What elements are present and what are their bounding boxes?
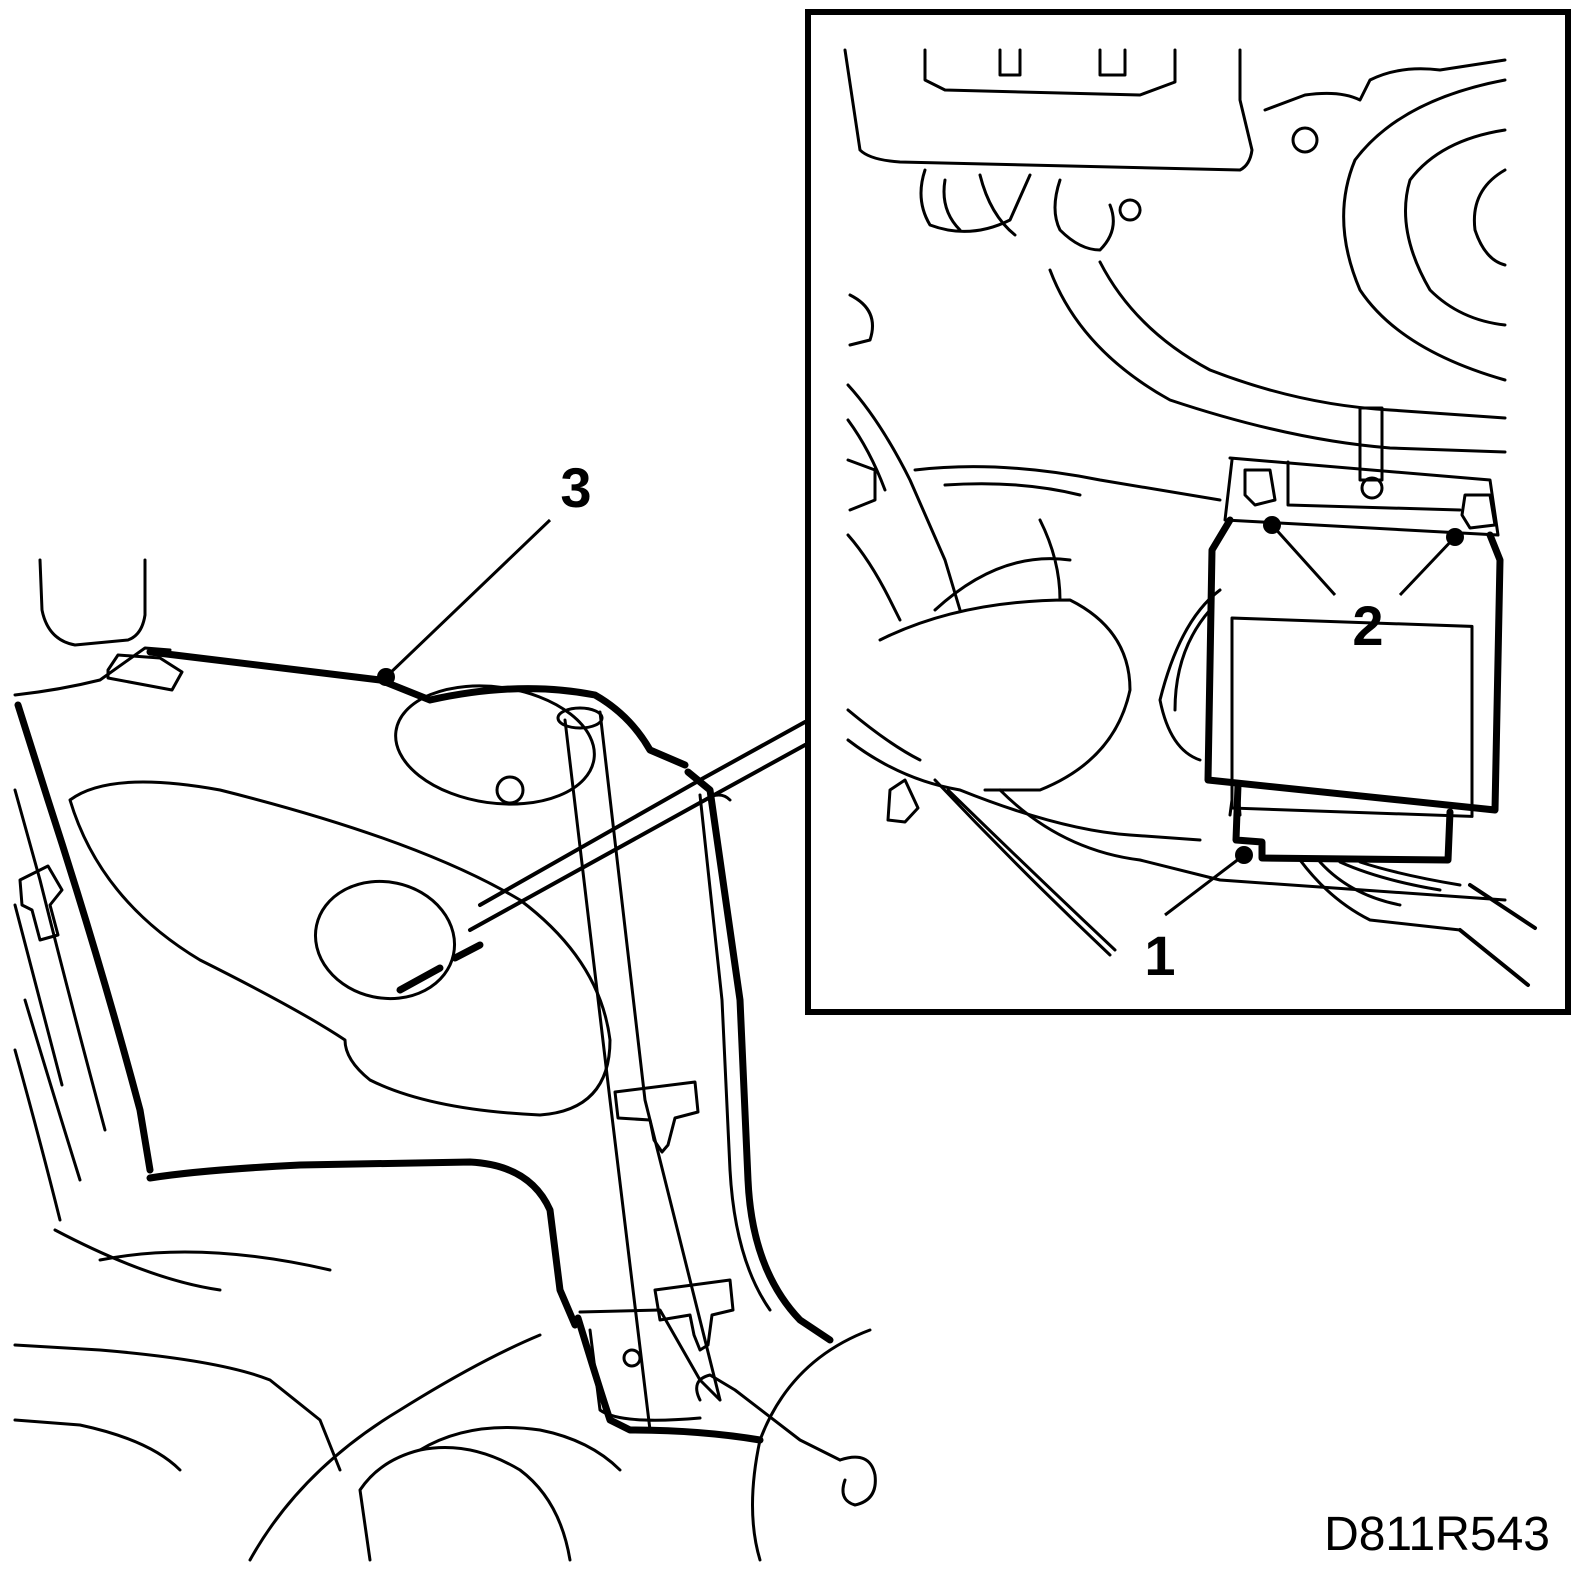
leader-2a: [1270, 523, 1337, 597]
loop-wire: [1158, 588, 1222, 762]
rear-seat-shell-inner: [588, 1328, 702, 1422]
bracket-hole: [622, 1348, 642, 1368]
leader-2b-dot: [1446, 528, 1464, 546]
right-pillar-edge: [684, 768, 834, 1344]
bracket-bolt: [1291, 126, 1319, 154]
headrest-outline: [38, 558, 147, 647]
lower-seat-curve: [248, 1333, 542, 1562]
speaker-cone: [1472, 168, 1507, 267]
panel-left-edge: [14, 701, 154, 1174]
control-module-body: [1204, 516, 1504, 814]
seat-bracket: [578, 1308, 722, 1402]
speaker-recess: [68, 780, 612, 1117]
seatbelt-webbing-right: [598, 710, 722, 1402]
inset-view: [805, 9, 1571, 1015]
duct-outer: [913, 465, 1222, 502]
belt-buckle-lower: [653, 1278, 735, 1352]
pillar-clip: [18, 864, 64, 942]
pointer-dashes: [396, 941, 484, 994]
wheel-arch: [751, 1328, 872, 1562]
speaker-ring-outer: [1342, 78, 1507, 382]
callout-label-3: 3: [560, 456, 591, 519]
seat-side-bolster: [13, 998, 82, 1222]
callout-label-1: 1: [1144, 924, 1175, 987]
callout-leaders: [377, 516, 1464, 917]
pillar-inner-line: [13, 788, 107, 1132]
vent-grille: [846, 383, 962, 622]
module-top-bracket: [1223, 456, 1500, 537]
module-top-edge: [1286, 460, 1462, 512]
belt-guide: [556, 706, 604, 730]
module-connector: [1232, 781, 1454, 864]
seat-cushion-line-2: [13, 1418, 182, 1472]
right-pillar-inner: [698, 793, 772, 1312]
pointer-rod-2: [468, 743, 807, 932]
harness-cable-lower: [1458, 883, 1537, 987]
seat-cushion-front: [53, 1228, 332, 1292]
leader-3: [384, 518, 552, 679]
body-lower-lines: [846, 708, 1202, 842]
inset-frame: [805, 9, 1571, 1015]
latch: [695, 1373, 842, 1462]
harness-tube-inner: [1098, 260, 1507, 420]
belt-buckle-upper: [613, 1080, 700, 1154]
seat-cushion-line: [13, 1343, 342, 1472]
leader-1-dot: [1235, 846, 1253, 864]
seat-cushion-top: [146, 1158, 579, 1329]
cable-tie: [1358, 406, 1384, 482]
duct-lower: [878, 598, 1132, 792]
connector-lines: [1228, 788, 1242, 817]
speaker-oval: [313, 879, 457, 1001]
callout-labels: 3 2 1: [560, 456, 1383, 987]
upper-unit-tabs: [923, 48, 1177, 97]
cable-tie-eye: [1360, 476, 1384, 500]
pointer-rod: [478, 720, 807, 907]
speaker-ring-inner: [1404, 128, 1507, 327]
leader-2a-dot: [1263, 516, 1281, 534]
lower-seat-curve-3: [418, 1426, 622, 1472]
callout-label-2: 2: [1352, 594, 1383, 657]
upper-screw-hole: [495, 775, 525, 805]
body-lower-lines-2: [998, 788, 1507, 902]
body-edge-curve: [848, 293, 874, 347]
upper-unit: [843, 48, 1254, 172]
rear-seat-shell: [574, 1314, 764, 1444]
lower-seat-curve-2: [358, 1446, 572, 1562]
harness-strands: [1298, 858, 1462, 932]
leader-2b: [1398, 535, 1457, 597]
figure-code: D811R543: [1324, 1508, 1550, 1561]
panel-top-edge: [146, 648, 689, 769]
upper-oval-recess: [394, 684, 596, 806]
harness-tube-outer: [1048, 268, 1507, 454]
latch-hook: [838, 1455, 877, 1507]
control-module-label: [1230, 616, 1474, 818]
duct-lower-2: [933, 518, 1072, 612]
cable-thin: [933, 778, 1117, 957]
pillar-inner-line-2: [13, 903, 64, 1087]
top-clip: [106, 653, 184, 692]
leader-1: [1164, 853, 1245, 917]
headrest-base: [13, 646, 172, 697]
main-view: [13, 558, 877, 1562]
leader-3-dot: [377, 668, 395, 686]
wiring-bundle-upper: [919, 168, 1142, 252]
clip-lower-left: [886, 778, 920, 824]
bolt-left: [1243, 468, 1277, 507]
bracket-upper-right: [1263, 58, 1507, 112]
bolt-right: [1460, 493, 1497, 530]
